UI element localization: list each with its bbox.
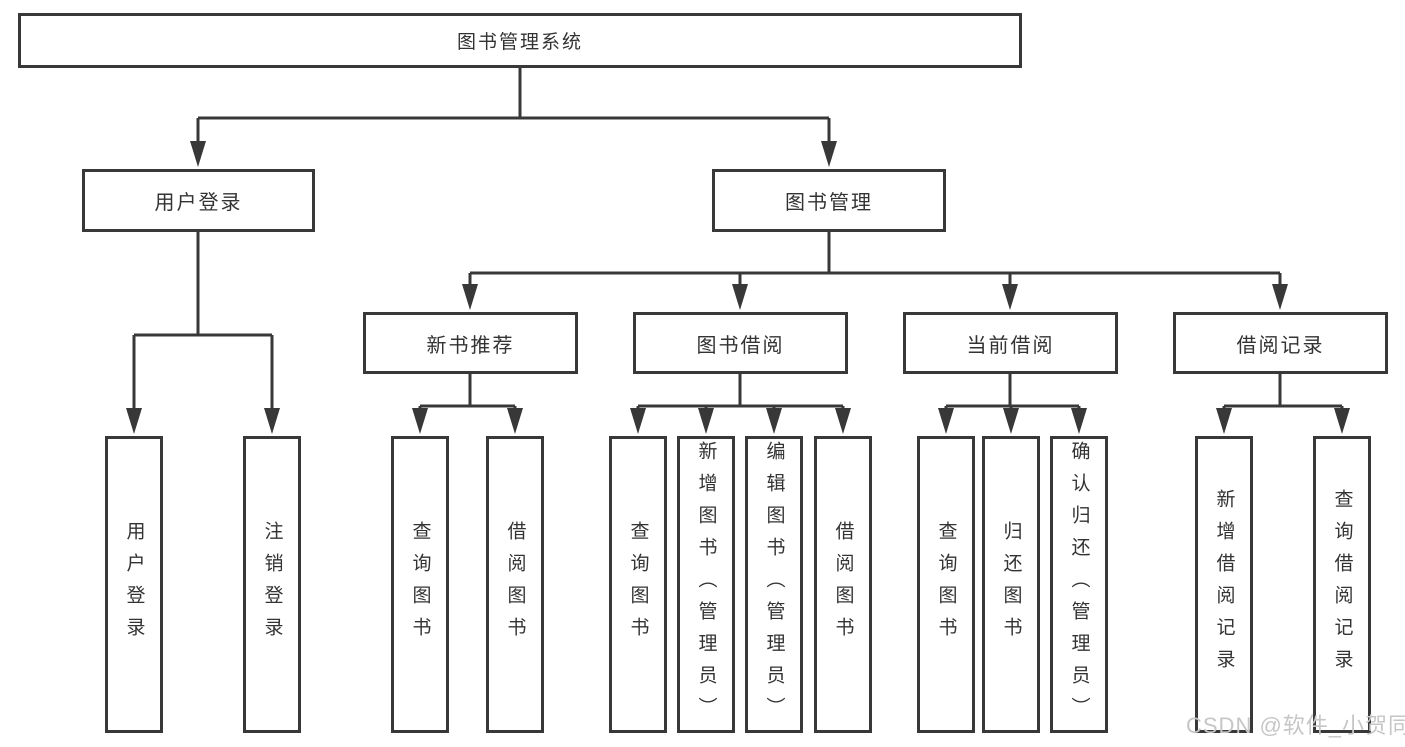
node-label: 用户登录 — [154, 192, 243, 214]
leaf-label: 查询图书 — [935, 520, 957, 649]
leaf-cb-query-books: 查询图书 — [917, 436, 975, 733]
node-root: 图书管理系统 — [18, 13, 1022, 68]
node-label: 当前借阅 — [966, 334, 1055, 357]
leaf-bb-edit-books-admin: 编辑图书（管理员） — [745, 436, 803, 733]
leaf-label: 查询借阅记录 — [1331, 488, 1353, 681]
leaf-br-query-record: 查询借阅记录 — [1313, 436, 1371, 733]
leaf-label: 注销登录 — [261, 520, 283, 649]
watermark: CSDN @软件_小贺同学 — [1186, 713, 1405, 738]
section-current-borrow: 当前借阅 — [903, 312, 1118, 374]
section-borrow-records: 借阅记录 — [1173, 312, 1388, 374]
branch-user-login: 用户登录 — [82, 169, 315, 232]
leaf-bb-borrow-books: 借阅图书 — [814, 436, 872, 733]
leaf-label: 编辑图书（管理员） — [763, 440, 785, 729]
leaf-label: 借阅图书 — [832, 520, 854, 649]
node-label: 图书管理系统 — [456, 32, 583, 53]
leaf-br-add-record: 新增借阅记录 — [1195, 436, 1253, 733]
leaf-cb-confirm-return-admin: 确认归还（管理员） — [1050, 436, 1108, 733]
leaf-label: 用户登录 — [123, 520, 145, 649]
leaf-nb-borrow-books: 借阅图书 — [486, 436, 544, 733]
leaf-user-login: 用户登录 — [105, 436, 163, 733]
leaf-nb-query-books: 查询图书 — [391, 436, 449, 733]
leaf-bb-query-books: 查询图书 — [609, 436, 667, 733]
node-label: 图书管理 — [785, 192, 873, 214]
leaf-logout: 注销登录 — [243, 436, 301, 733]
section-book-borrow: 图书借阅 — [633, 312, 848, 374]
branch-book-management: 图书管理 — [712, 169, 946, 232]
leaf-cb-return-books: 归还图书 — [982, 436, 1040, 733]
leaf-label: 新增借阅记录 — [1213, 488, 1235, 681]
node-label: 图书借阅 — [696, 334, 785, 357]
node-label: 新书推荐 — [426, 334, 515, 357]
leaf-label: 确认归还（管理员） — [1068, 440, 1090, 729]
leaf-label: 查询图书 — [409, 520, 431, 649]
leaf-label: 查询图书 — [627, 520, 649, 649]
section-new-book-recommend: 新书推荐 — [363, 312, 578, 374]
node-label: 借阅记录 — [1236, 334, 1325, 357]
leaf-bb-add-books-admin: 新增图书（管理员） — [677, 436, 735, 733]
leaf-label: 借阅图书 — [504, 520, 526, 649]
leaf-label: 新增图书（管理员） — [695, 440, 717, 729]
leaf-label: 归还图书 — [1000, 520, 1022, 649]
